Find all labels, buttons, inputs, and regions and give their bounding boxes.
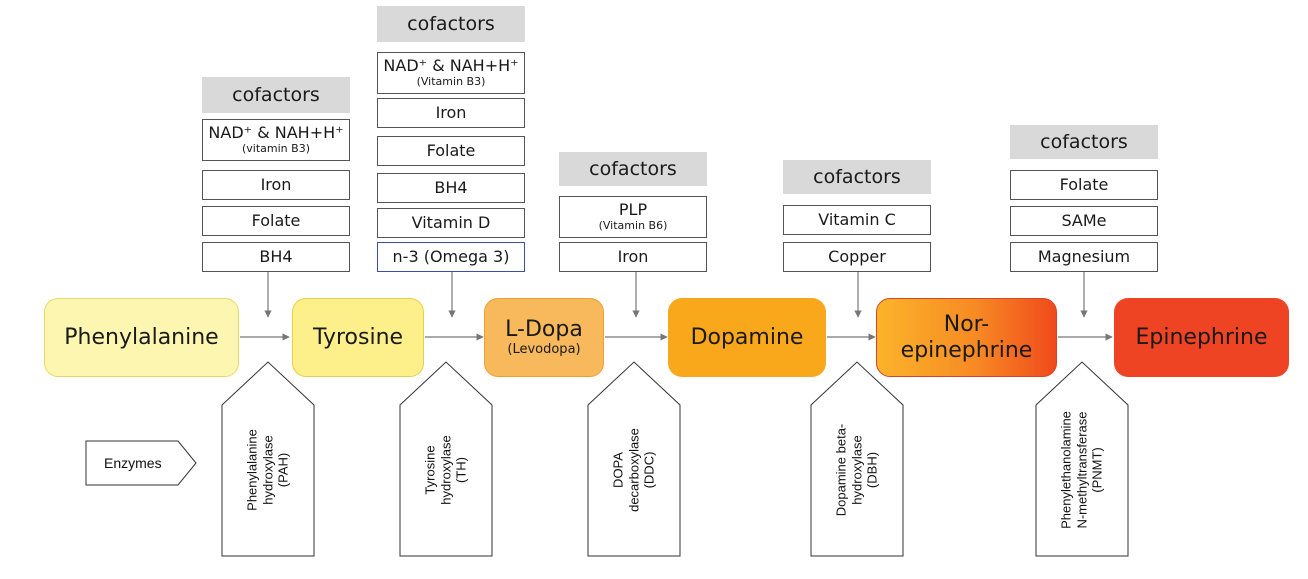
cofactor-2-omega3: n-3 (Omega 3) xyxy=(377,242,525,272)
enzyme-pentagon-2 xyxy=(399,361,493,557)
enzyme-label-pnmt: Phenylethanolamine N-methyltransferase (… xyxy=(1058,411,1105,529)
cofactor-label: BH4 xyxy=(434,177,468,197)
enzyme-label-th: Tyrosine hydroxylase (TH) xyxy=(422,435,469,505)
cofactors-heading-5: cofactors xyxy=(1010,125,1158,159)
molecule-sublabel: (Levodopa) xyxy=(507,341,581,357)
enzyme-pentagon-4 xyxy=(810,361,904,557)
cofactor-label: BH4 xyxy=(259,246,293,266)
molecule-norepinephrine: Nor- epinephrine xyxy=(876,298,1057,377)
cofactor-sublabel: (Vitamin B6) xyxy=(598,218,668,232)
molecule-label: Tyrosine xyxy=(312,324,404,350)
cofactor-label: PLP xyxy=(618,200,648,220)
enzymes-legend-arrow xyxy=(85,440,197,486)
cofactor-label: Folate xyxy=(1059,174,1109,194)
cofactor-5-magnesium: Magnesium xyxy=(1010,242,1158,272)
cofactor-1-nad: NAD⁺ & NAH+H⁺ (vitamin B3) xyxy=(202,119,350,161)
cofactors-heading-2: cofactors xyxy=(377,6,525,42)
cofactor-5-folate: Folate xyxy=(1010,170,1158,200)
cofactor-label: Copper xyxy=(828,246,886,266)
molecule-epinephrine: Epinephrine xyxy=(1114,298,1289,377)
cofactor-1-bh4: BH4 xyxy=(202,242,350,272)
enzyme-label-ddc: DOPA decarboxylase (DDC) xyxy=(610,428,657,512)
molecule-label: Phenylalanine xyxy=(64,324,219,350)
enzyme-pentagon-5 xyxy=(1035,361,1129,557)
molecule-label: Nor- epinephrine xyxy=(900,312,1033,363)
cofactor-label: Magnesium xyxy=(1037,246,1131,266)
cofactors-heading-4: cofactors xyxy=(783,160,931,194)
cofactor-label: Iron xyxy=(260,174,292,194)
cofactor-2-iron: Iron xyxy=(377,98,525,128)
cofactor-label: NAD⁺ & NAH+H⁺ xyxy=(208,123,344,143)
cofactor-4-vitamin-c: Vitamin C xyxy=(783,205,931,235)
cofactor-2-nad: NAD⁺ & NAH+H⁺ (Vitamin B3) xyxy=(377,52,525,94)
cofactor-2-bh4: BH4 xyxy=(377,173,525,203)
cofactor-label: NAD⁺ & NAH+H⁺ xyxy=(383,56,519,76)
cofactor-label: Vitamin C xyxy=(818,209,896,229)
enzyme-pentagon-1 xyxy=(221,361,315,557)
cofactor-label: SAMe xyxy=(1061,210,1107,230)
enzyme-pentagon-3 xyxy=(587,361,681,557)
cofactor-1-iron: Iron xyxy=(202,170,350,200)
cofactor-sublabel: (Vitamin B3) xyxy=(416,74,486,88)
cofactors-heading-1: cofactors xyxy=(202,77,350,113)
cofactor-label: Iron xyxy=(435,102,467,122)
molecule-label: Dopamine xyxy=(690,324,804,350)
molecule-ldopa: L-Dopa (Levodopa) xyxy=(484,298,604,377)
cofactor-label: Iron xyxy=(617,246,649,266)
cofactor-3-plp: PLP (Vitamin B6) xyxy=(559,196,707,238)
cofactor-1-folate: Folate xyxy=(202,206,350,236)
molecule-label: Epinephrine xyxy=(1135,324,1268,350)
cofactor-5-same: SAMe xyxy=(1010,206,1158,236)
cofactor-3-iron: Iron xyxy=(559,242,707,272)
cofactor-label: Folate xyxy=(426,140,476,160)
cofactor-2-vitamin-d: Vitamin D xyxy=(377,208,525,238)
molecule-tyrosine: Tyrosine xyxy=(292,298,424,377)
molecule-dopamine: Dopamine xyxy=(668,298,826,377)
cofactor-4-copper: Copper xyxy=(783,242,931,272)
cofactor-label: Vitamin D xyxy=(411,212,491,232)
enzymes-legend-label: Enzymes xyxy=(104,455,162,471)
cofactor-label: n-3 (Omega 3) xyxy=(392,246,510,266)
enzyme-label-pah: Phenylalanine hydroxylase (PAH) xyxy=(244,429,291,511)
cofactor-2-folate: Folate xyxy=(377,136,525,166)
cofactor-label: Folate xyxy=(251,210,301,230)
molecule-label: L-Dopa xyxy=(505,317,583,343)
molecule-phenylalanine: Phenylalanine xyxy=(44,298,239,377)
cofactors-heading-3: cofactors xyxy=(559,152,707,186)
enzyme-label-dbh: Dopamine beta- hydroxylase (DBH) xyxy=(833,423,880,517)
cofactor-sublabel: (vitamin B3) xyxy=(242,141,310,155)
